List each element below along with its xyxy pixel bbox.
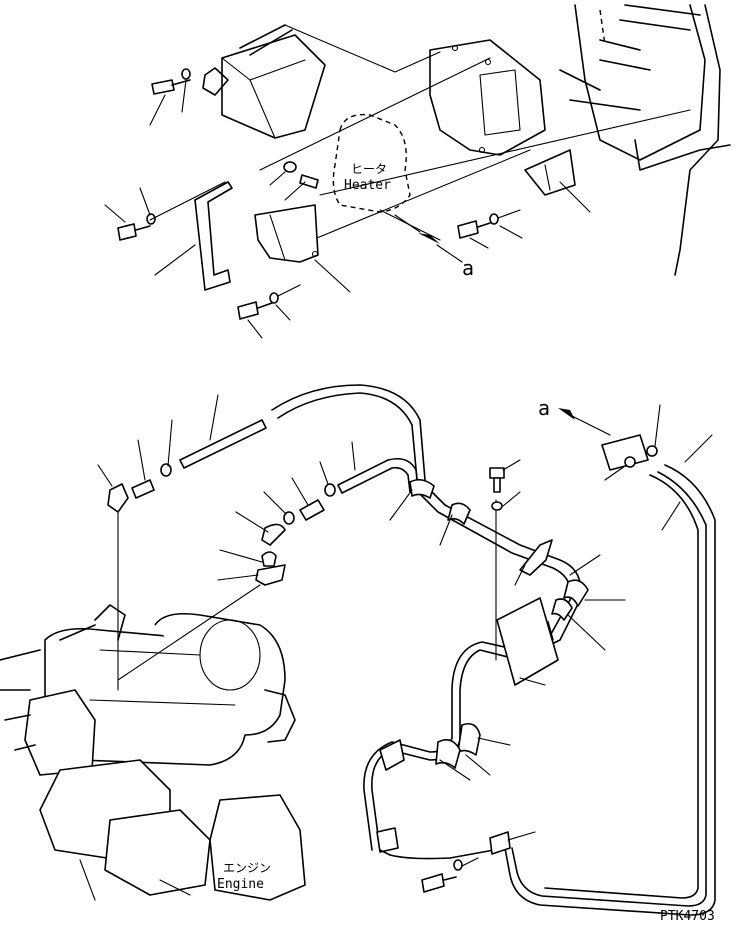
small-fittings-top <box>269 161 319 201</box>
heater-unit-outline <box>332 113 411 213</box>
cover-plate-center <box>254 204 351 293</box>
side-bracket-right <box>524 149 576 196</box>
bolt-set-top-left <box>149 68 191 126</box>
bolt-set-left <box>104 187 156 241</box>
hose-top-long <box>179 384 426 481</box>
ref-arrow-top <box>394 181 591 263</box>
bolt-set-bottom <box>421 857 479 893</box>
duct-cover <box>202 24 326 139</box>
mounting-bracket-plate <box>429 39 546 156</box>
leader-lines-bottom <box>389 489 626 781</box>
hose-chain-mid <box>235 441 419 546</box>
engine-label-jp: エンジン <box>223 861 271 875</box>
ref-label-top: a <box>462 256 474 280</box>
stay-bracket <box>149 181 233 291</box>
drain-cock <box>117 549 286 681</box>
engine-block <box>0 604 306 901</box>
ref-label-bottom: a <box>538 396 550 420</box>
drawing-code: PTK4703 <box>660 909 715 924</box>
bolt-set-right <box>457 209 523 249</box>
long-hoses-right <box>489 434 716 916</box>
clip-bracket <box>489 459 559 686</box>
heater-label-jp: ヒータ <box>351 162 387 176</box>
ref-arrow-bottom <box>558 404 661 481</box>
engine-label-en: Engine <box>217 877 264 892</box>
bolt-set-center <box>237 284 301 339</box>
engine-fitting-chain <box>97 419 173 691</box>
main-hose-run <box>363 478 589 860</box>
cab-frame <box>559 4 731 276</box>
